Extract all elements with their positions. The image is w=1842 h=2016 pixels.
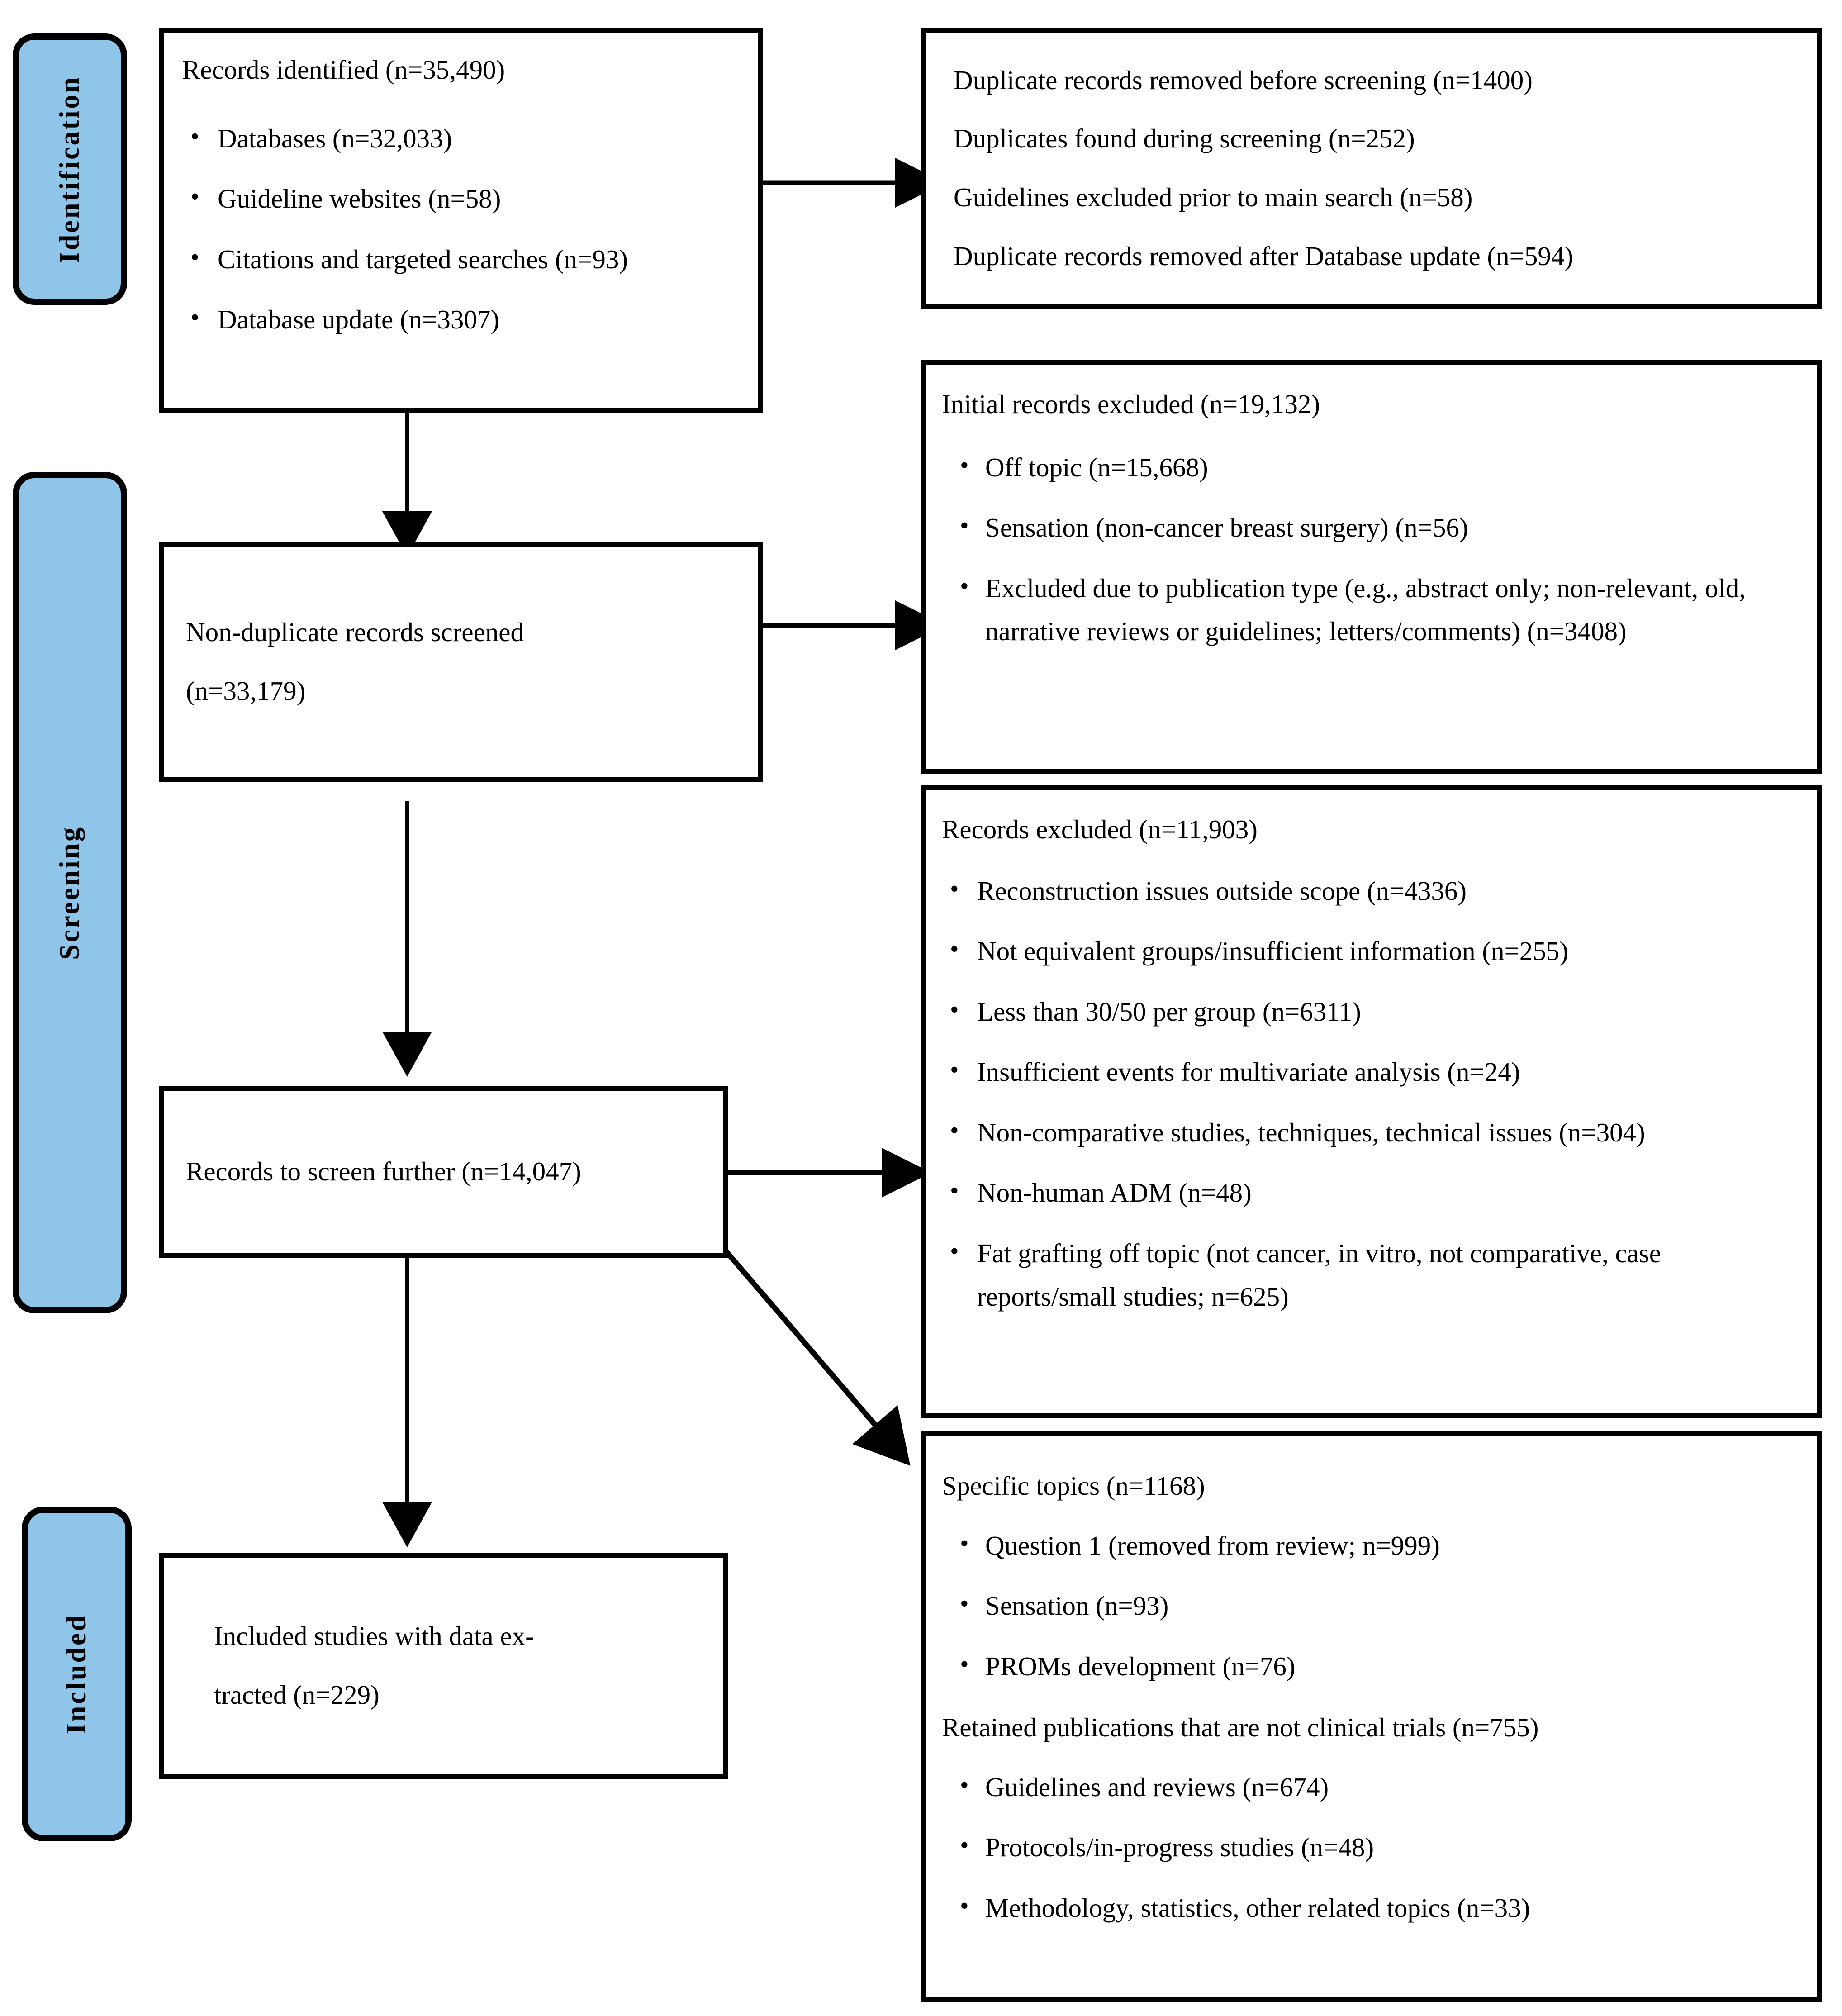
list-item: Question 1 (removed from review; n=999): [942, 1523, 1801, 1568]
records-identified-title: Records identified (n=35,490): [182, 55, 505, 85]
stage-bar-screening: Screening: [13, 472, 127, 1313]
list-item: Sensation (n=93): [942, 1583, 1801, 1628]
specific-topics-title: Specific topics (n=1168): [942, 1471, 1205, 1501]
list-item: Protocols/in-progress studies (n=48): [942, 1825, 1801, 1869]
stage-bar-included: Included: [22, 1507, 132, 1841]
screened-line-1: Non-duplicate records screened: [186, 617, 524, 647]
duplicates-line-3: Guidelines excluded prior to main search…: [954, 182, 1473, 212]
stage-label-screening: Screening: [54, 825, 85, 960]
records-excluded-list: Reconstruction issues outside scope (n=4…: [942, 869, 1801, 1319]
box-records-to-screen-further: Records to screen further (n=14,047): [159, 1086, 728, 1258]
retained-publications-list: Guidelines and reviews (n=674) Protocols…: [942, 1765, 1801, 1930]
list-item: Non-comparative studies, techniques, tec…: [942, 1110, 1801, 1155]
list-item: Insufficient events for multivariate ana…: [942, 1050, 1801, 1094]
included-studies-line-1: Included studies with data ex-: [214, 1621, 534, 1651]
arrow-screen-further-to-specific-topics: [722, 1247, 911, 1466]
records-identified-list: Databases (n=32,033) Guideline websites …: [182, 116, 740, 342]
list-item: Non-human ADM (n=48): [942, 1170, 1801, 1215]
box-non-duplicate-records-screened: Non-duplicate records screened (n=33,179…: [159, 542, 763, 782]
specific-topics-subtitle: Retained publications that are not clini…: [942, 1712, 1539, 1743]
list-item: Guideline websites (n=58): [182, 176, 740, 221]
list-item: PROMs development (n=76): [942, 1644, 1801, 1688]
list-item: Database update (n=3307): [182, 297, 740, 342]
initial-excluded-list: Off topic (n=15,668) Sensation (non-canc…: [942, 445, 1801, 653]
box-initial-records-excluded: Initial records excluded (n=19,132) Off …: [921, 360, 1822, 774]
stage-label-included: Included: [61, 1613, 92, 1735]
list-item: Sensation (non-cancer breast surgery) (n…: [942, 505, 1801, 550]
duplicates-line-4: Duplicate records removed after Database…: [954, 241, 1573, 271]
box-specific-topics: Specific topics (n=1168) Question 1 (rem…: [921, 1431, 1822, 2002]
screen-further-title: Records to screen further (n=14,047): [186, 1156, 581, 1187]
records-excluded-title: Records excluded (n=11,903): [942, 814, 1258, 844]
list-item: Less than 30/50 per group (n=6311): [942, 989, 1801, 1034]
list-item: Reconstruction issues outside scope (n=4…: [942, 869, 1801, 913]
duplicates-line-1: Duplicate records removed before screeni…: [954, 65, 1533, 95]
list-item: Guidelines and reviews (n=674): [942, 1765, 1801, 1809]
box-included-studies: Included studies with data ex- tracted (…: [159, 1553, 728, 1779]
stage-bar-identification: Identification: [13, 33, 127, 305]
specific-topics-list: Question 1 (removed from review; n=999) …: [942, 1523, 1801, 1688]
list-item: Databases (n=32,033): [182, 116, 740, 161]
box-records-identified: Records identified (n=35,490) Databases …: [159, 28, 763, 413]
list-item: Methodology, statistics, other related t…: [942, 1886, 1801, 1930]
list-item: Not equivalent groups/insufficient infor…: [942, 929, 1801, 973]
list-item: Off topic (n=15,668): [942, 445, 1801, 490]
duplicates-line-2: Duplicates found during screening (n=252…: [954, 124, 1415, 154]
stage-label-identification: Identification: [54, 75, 85, 263]
list-item: Fat grafting off topic (not cancer, in v…: [942, 1231, 1801, 1318]
initial-excluded-title: Initial records excluded (n=19,132): [942, 389, 1320, 419]
box-records-excluded: Records excluded (n=11,903) Reconstructi…: [921, 785, 1822, 1418]
list-item: Excluded due to publication type (e.g., …: [942, 566, 1801, 653]
list-item: Citations and targeted searches (n=93): [182, 237, 740, 281]
screened-line-2: (n=33,179): [186, 676, 306, 706]
included-studies-line-2: tracted (n=229): [214, 1680, 380, 1710]
box-duplicate-records-removed: Duplicate records removed before screeni…: [921, 28, 1822, 309]
